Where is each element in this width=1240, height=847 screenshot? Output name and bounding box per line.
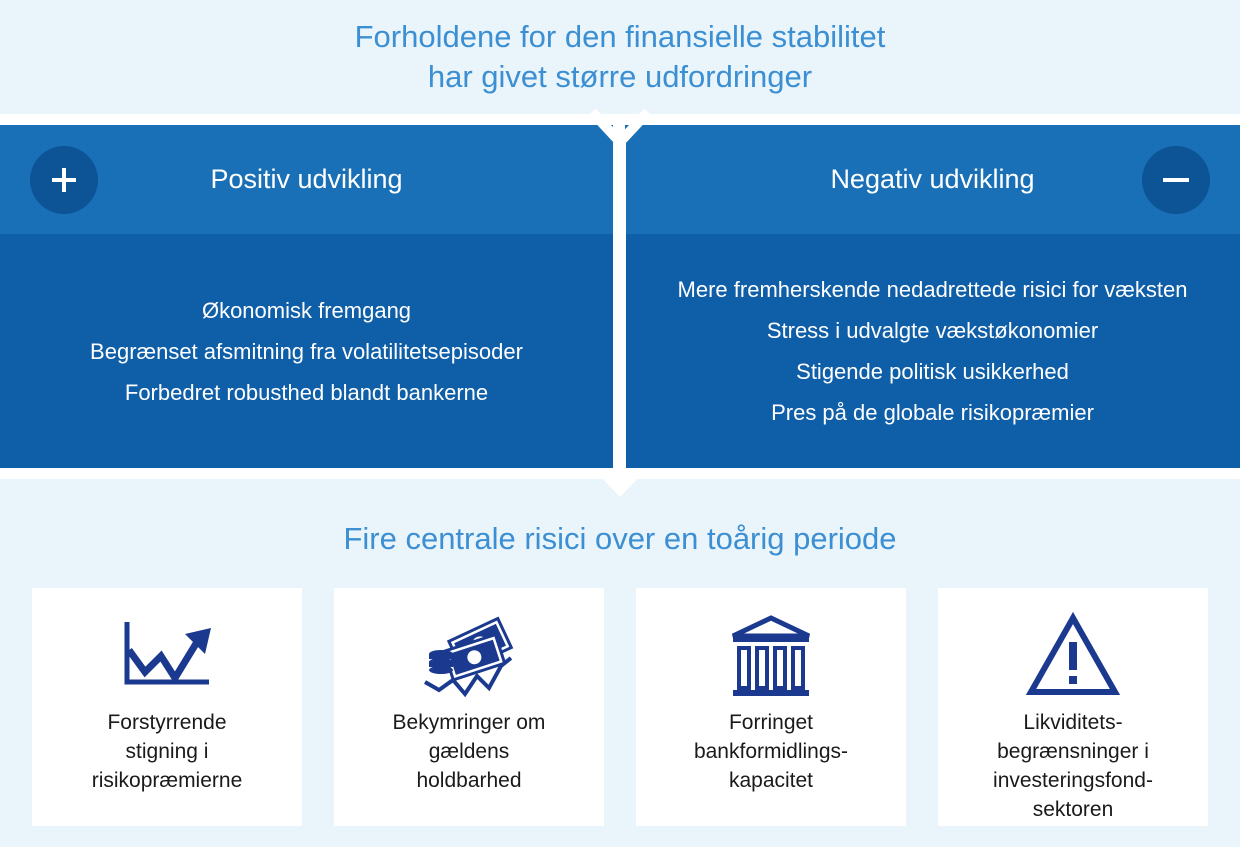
- money-debt-icon: [424, 616, 514, 698]
- negative-item: Pres på de globale risikopræmier: [771, 400, 1094, 425]
- rising-chart-icon: [124, 622, 211, 685]
- positive-panel-header: Positiv udvikling: [0, 125, 613, 234]
- positive-list: Økonomisk fremgang Begrænset afsmitning …: [0, 234, 613, 468]
- risk-card: Likviditets- begrænsninger i investering…: [938, 588, 1208, 826]
- risk-card: Forstyrrende stigning i risikopræmierne: [32, 588, 302, 826]
- header-title-line-1: Forholdene for den finansielle stabilite…: [354, 19, 886, 54]
- negative-title: Negativ udvikling: [830, 164, 1035, 194]
- negative-panel: Negativ udvikling Mere fremherskende ned…: [625, 125, 1240, 468]
- risk-card: Forringet bankformidlings- kapacitet: [636, 588, 906, 826]
- warning-triangle-icon: [1025, 611, 1121, 695]
- positive-item: Begrænset afsmitning fra volatilitetsepi…: [90, 338, 523, 364]
- positive-item: Forbedret robusthed blandt bankerne: [124, 379, 489, 405]
- negative-panel-header: Negativ udvikling: [625, 125, 1240, 234]
- negative-item: Mere fremherskende nedadrettede risici f…: [677, 277, 1188, 302]
- plus-icon: [30, 146, 98, 214]
- positive-item: Økonomisk fremgang: [201, 297, 412, 323]
- risks-section: Fire centrale risici over en toårig peri…: [0, 479, 1240, 847]
- risk-card: Bekymringer om gældens holdbarhed: [334, 588, 604, 826]
- positive-panel: Positiv udvikling Økonomisk fremgang Beg…: [0, 125, 613, 468]
- risk-card-label: Likviditets- begrænsninger i investering…: [993, 711, 1153, 821]
- minus-icon: [1142, 146, 1210, 214]
- risks-title: Fire centrale risici over en toårig peri…: [343, 521, 897, 556]
- top-banner: Forholdene for den finansielle stabilite…: [0, 0, 1240, 114]
- risk-card-label: Bekymringer om gældens holdbarhed: [392, 711, 546, 792]
- bank-building-icon: [731, 615, 811, 696]
- positive-title: Positiv udvikling: [210, 164, 403, 194]
- negative-list: Mere fremherskende nedadrettede risici f…: [625, 234, 1240, 468]
- negative-item: Stress i udvalgte vækstøkonomier: [766, 318, 1099, 343]
- header-title-line-2: har givet større udfordringer: [427, 59, 813, 94]
- risk-card-label: Forringet bankformidlings- kapacitet: [693, 711, 849, 792]
- risk-card-label: Forstyrrende stigning i risikopræmierne: [91, 711, 243, 792]
- negative-item: Stigende politisk usikkerhed: [796, 359, 1069, 384]
